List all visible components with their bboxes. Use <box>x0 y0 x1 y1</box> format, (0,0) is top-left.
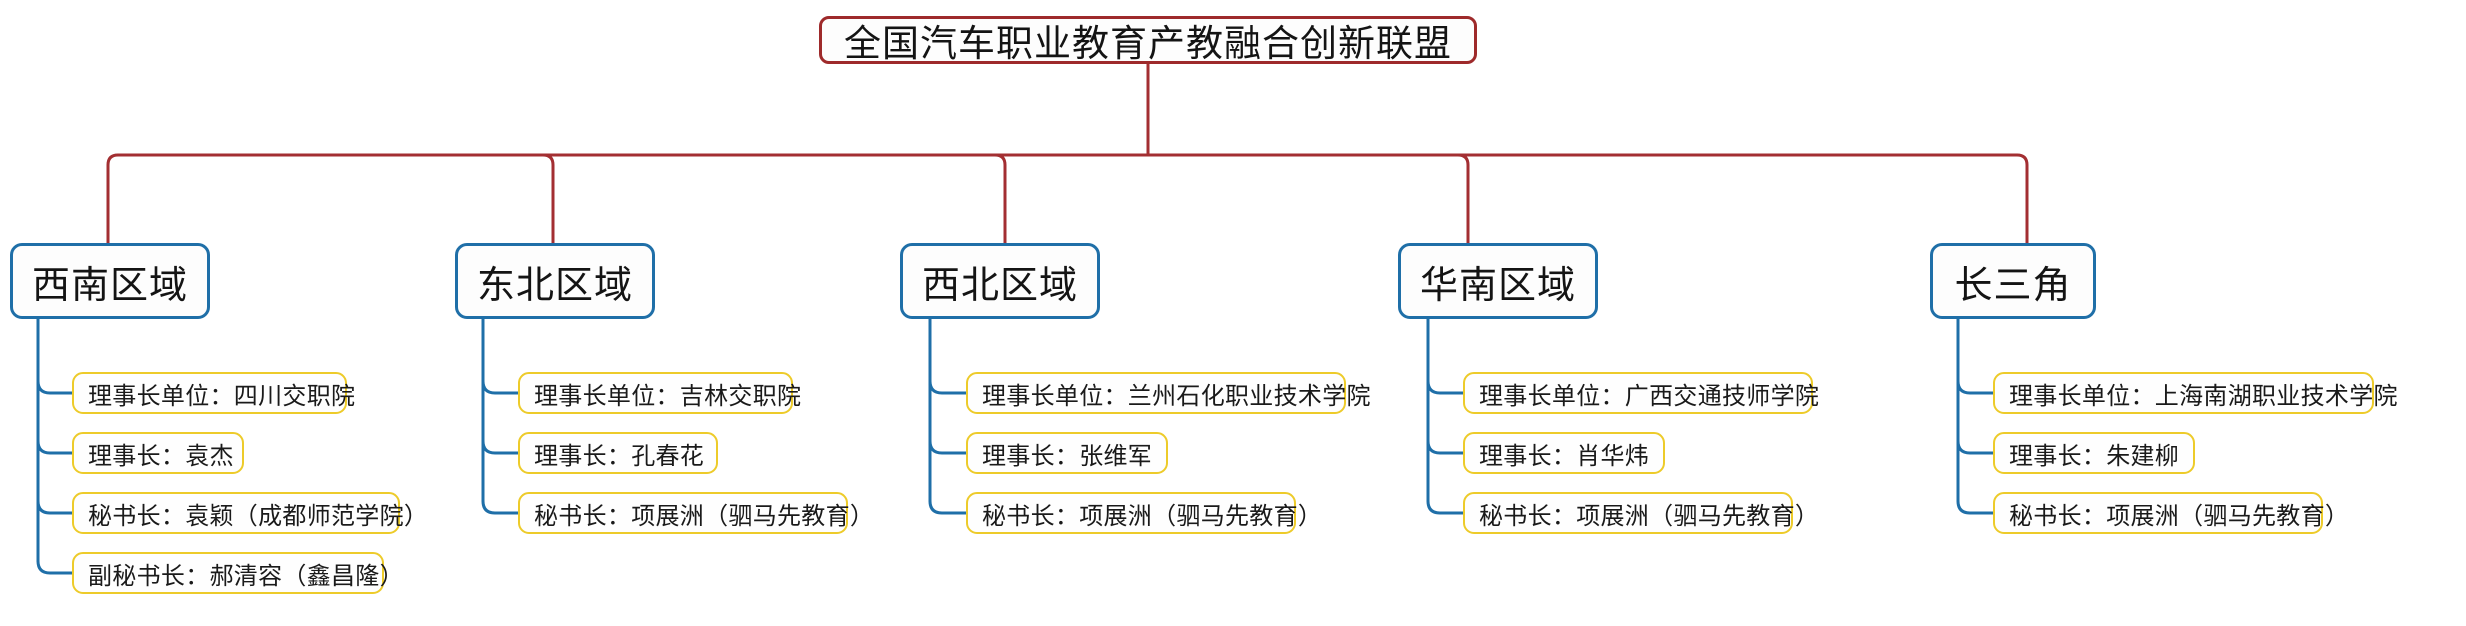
leaf-node-northwest-2[interactable]: 秘书长：项展洲（驷马先教育） <box>966 492 1322 534</box>
leaf-node-yangtzedelta-1[interactable]: 理事长：朱建柳 <box>1993 432 2195 474</box>
root-node-alliance[interactable]: 全国汽车职业教育产教融合创新联盟 <box>819 16 1477 64</box>
leaf-node-southchina-1[interactable]: 理事长：肖华炜 <box>1463 432 1665 474</box>
region-node-yangtzedelta[interactable]: 长三角 <box>1930 243 2096 319</box>
leaf-node-northwest-0[interactable]: 理事长单位：兰州石化职业技术学院 <box>966 372 1371 414</box>
leaf-node-southchina-2[interactable]: 秘书长：项展洲（驷马先教育） <box>1463 492 1819 534</box>
region-node-northwest[interactable]: 西北区域 <box>900 243 1100 319</box>
leaf-node-northeast-2[interactable]: 秘书长：项展洲（驷马先教育） <box>518 492 874 534</box>
leaf-node-northeast-1[interactable]: 理事长：孔春花 <box>518 432 718 474</box>
region-node-southchina[interactable]: 华南区域 <box>1398 243 1598 319</box>
region-node-southwest[interactable]: 西南区域 <box>10 243 210 319</box>
leaf-node-southwest-3[interactable]: 副秘书长：郝清容（鑫昌隆） <box>72 552 404 594</box>
leaf-node-northwest-1[interactable]: 理事长：张维军 <box>966 432 1168 474</box>
leaf-node-yangtzedelta-0[interactable]: 理事长单位：上海南湖职业技术学院 <box>1993 372 2398 414</box>
leaf-node-southchina-0[interactable]: 理事长单位：广西交通技师学院 <box>1463 372 1819 414</box>
leaf-node-southwest-1[interactable]: 理事长：袁杰 <box>72 432 244 474</box>
leaf-node-southwest-2[interactable]: 秘书长：袁颖（成都师范学院） <box>72 492 428 534</box>
leaf-node-southwest-0[interactable]: 理事长单位：四川交职院 <box>72 372 355 414</box>
region-node-northeast[interactable]: 东北区域 <box>455 243 655 319</box>
leaf-node-northeast-0[interactable]: 理事长单位：吉林交职院 <box>518 372 801 414</box>
leaf-node-yangtzedelta-2[interactable]: 秘书长：项展洲（驷马先教育） <box>1993 492 2349 534</box>
